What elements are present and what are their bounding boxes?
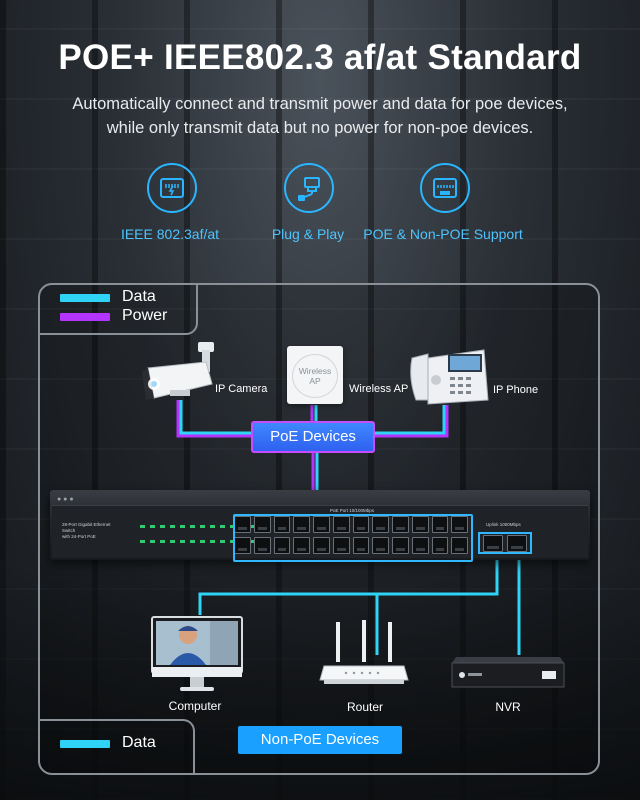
uplink-data-line: [198, 548, 499, 615]
switch-brand-logo: ● ● ●: [57, 496, 74, 503]
router-label: Router: [346, 700, 384, 714]
ethernet-port: [392, 537, 409, 554]
nvr-label: NVR: [495, 700, 521, 714]
phone-data-line: [371, 405, 446, 435]
plug-icon: [284, 163, 334, 213]
legend-top: [38, 283, 198, 335]
ethernet-port: [313, 537, 330, 554]
ethernet-port-icon: [147, 163, 197, 213]
legend-data-swatch: [60, 294, 110, 302]
ethernet-port: [293, 537, 310, 554]
non-poe-devices-label: Non-PoE Devices: [238, 726, 402, 754]
computer-icon: [151, 616, 243, 691]
legend-power-swatch: [60, 313, 110, 321]
switch-model-text: 28-Port Gigabit Ethernet Switch with 24-…: [62, 522, 122, 540]
subtitle-line-2: while only transmit data but no power fo…: [106, 119, 534, 137]
ethernet-port: [352, 537, 370, 554]
switch-uplink-label: Uplink 1000Mbps: [486, 522, 521, 527]
ip-camera-label: IP Camera: [215, 383, 268, 395]
ip-phone-icon: [410, 349, 489, 405]
legend-bottom-data-swatch: [60, 740, 110, 748]
ethernet-port: [352, 516, 370, 533]
ethernet-port: [411, 516, 429, 533]
page-subtitle: Automatically connect and transmit power…: [20, 92, 620, 140]
legend-bottom-data-label: Data: [122, 734, 156, 751]
ip-phone-label: IP Phone: [493, 384, 539, 396]
wireless-ap-label: Wireless AP: [349, 383, 409, 395]
page-title: POE+ IEEE802.3 af/at Standard: [58, 38, 582, 77]
switch-model-line-1: 28-Port Gigabit Ethernet Switch: [62, 522, 111, 533]
ethernet-port: [332, 516, 350, 533]
ethernet-port: [253, 537, 271, 554]
poe-ports-highlight: [233, 514, 473, 562]
switch-poe-port-label: PoE Port 10/100Mbps: [330, 508, 375, 513]
ethernet-port: [431, 516, 449, 533]
legend-bottom: [38, 719, 195, 773]
ethernet-port: [431, 537, 449, 554]
ethernet-port: [411, 537, 429, 554]
switch-status-leds: [140, 525, 255, 543]
subtitle-line-1: Automatically connect and transmit power…: [72, 95, 568, 113]
ethernet-port: [451, 537, 468, 554]
legend-data-label: Data: [122, 288, 156, 305]
computer-label: Computer: [168, 699, 222, 713]
ethernet-port: [273, 516, 291, 533]
poe-devices-label: PoE Devices: [251, 421, 375, 453]
feature-label-poe-support: POE & Non-POE Support: [363, 226, 523, 242]
ethernet-port: [372, 537, 389, 554]
switch-model-line-2: with 24-Port PoE: [62, 534, 96, 539]
ethernet-port: [313, 516, 330, 533]
nvr-icon: [451, 657, 565, 688]
ethernet-port: [273, 537, 291, 554]
camera-power-line: [176, 400, 251, 438]
ethernet-port: [253, 516, 271, 533]
camera-data-line: [179, 400, 251, 435]
ethernet-port: [392, 516, 409, 533]
ip-camera-icon: [142, 342, 214, 400]
sfp-port: [507, 534, 527, 552]
ethernet-port: [332, 537, 350, 554]
sfp-port: [483, 534, 503, 552]
ethernet-port-icon: [420, 163, 470, 213]
legend-power-label: Power: [122, 307, 168, 324]
wireless-ap-device-text: Wireless AP: [292, 354, 338, 398]
ethernet-port: [293, 516, 310, 533]
ethernet-port: [372, 516, 389, 533]
wireless-ap-device: Wireless AP: [287, 346, 343, 404]
uplink-ports-highlight: [478, 532, 532, 554]
router-icon: [319, 620, 409, 684]
feature-label-plug-and-play: Plug & Play: [271, 226, 345, 242]
feature-label-standard: IEEE 802.3af/at: [120, 226, 220, 242]
phone-power-line: [371, 405, 449, 438]
ethernet-port: [451, 516, 468, 533]
